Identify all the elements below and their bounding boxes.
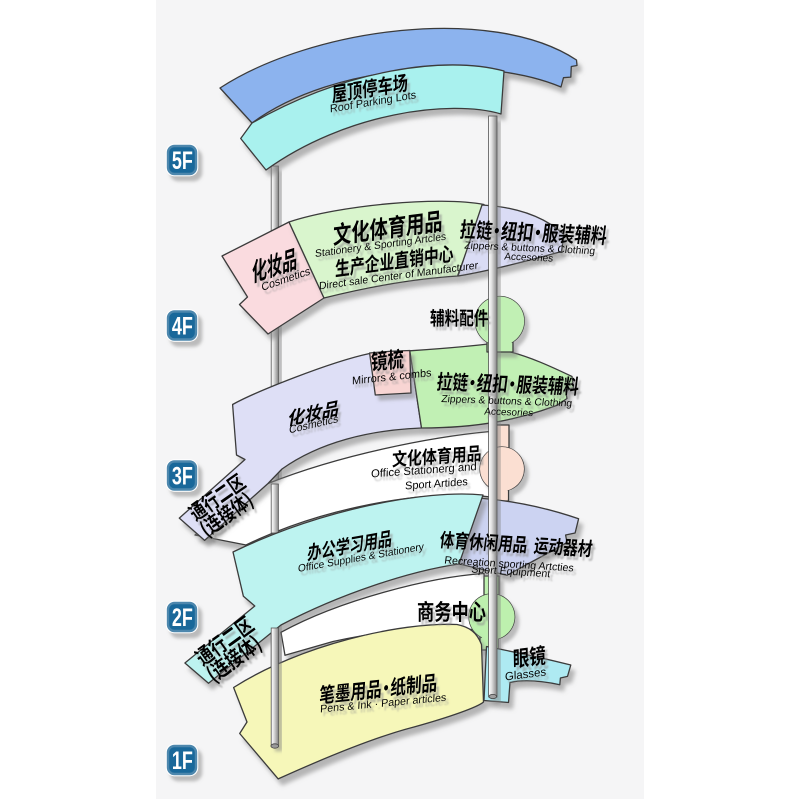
svg-text:3F: 3F (172, 462, 193, 491)
svg-text:5F: 5F (172, 146, 193, 175)
svg-text:Zippers & buttons & Clothing: Zippers & buttons & Clothing (441, 394, 573, 410)
svg-text:Accesories: Accesories (504, 252, 554, 265)
svg-text:Accesories: Accesories (484, 407, 534, 420)
svg-text:Glasses: Glasses (505, 666, 547, 683)
svg-text:Sport Artides: Sport Artides (405, 476, 468, 492)
svg-text:4F: 4F (172, 312, 193, 341)
svg-text:Sport Equipment: Sport Equipment (471, 564, 551, 581)
svg-text:2F: 2F (172, 603, 193, 632)
svg-text:1F: 1F (172, 746, 193, 775)
